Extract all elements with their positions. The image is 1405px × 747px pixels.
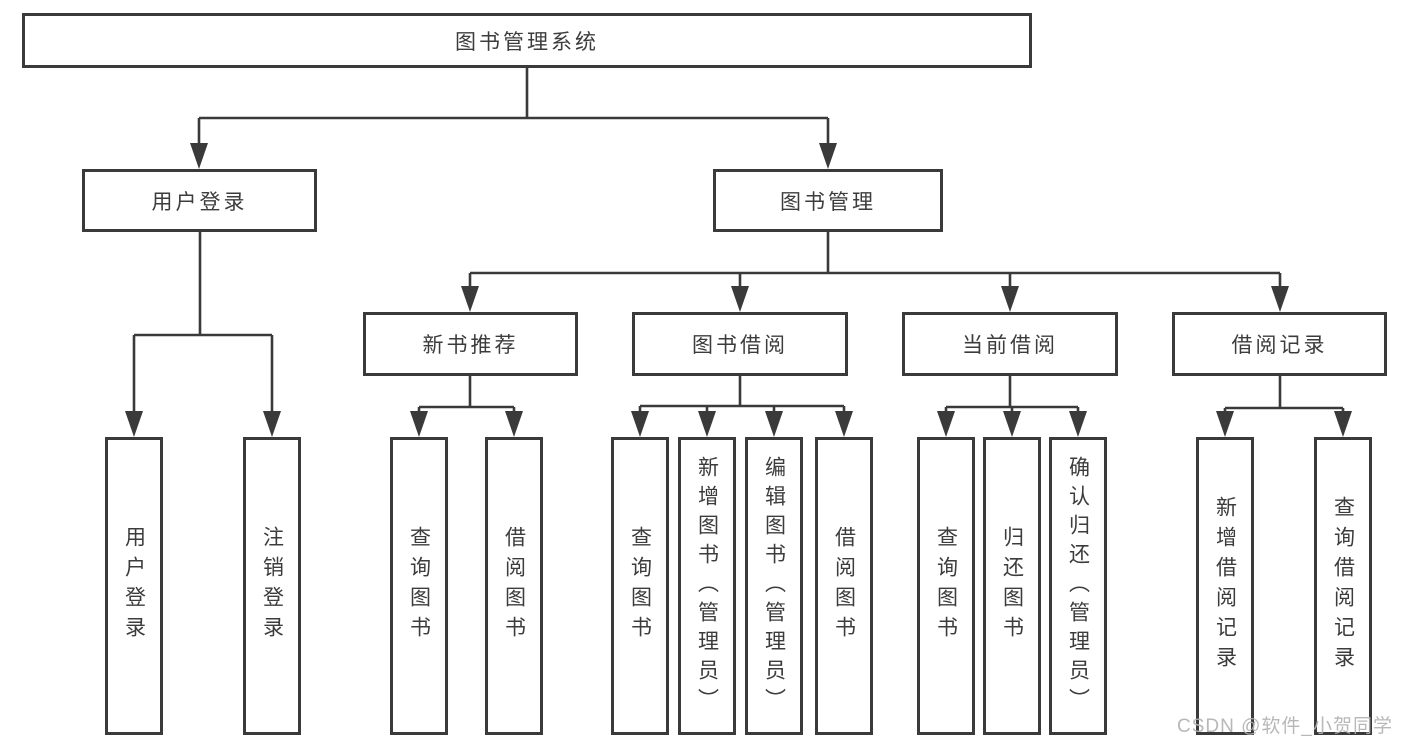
csdn-watermark: CSDN @软件_小贺同学 xyxy=(1177,716,1393,737)
node-root-system: 图书管理系统 xyxy=(22,13,1032,68)
node-label: 新增图书（管理员） xyxy=(695,455,719,717)
node-label: 图书管理系统 xyxy=(455,30,599,54)
node-add-borrow-record: 新增借阅记录 xyxy=(1196,437,1254,735)
node-label: 查询图书 xyxy=(628,526,652,646)
node-label: 注销登录 xyxy=(260,526,284,646)
node-book-management-branch: 图书管理 xyxy=(713,169,943,232)
node-label: 当前借阅 xyxy=(962,334,1058,357)
node-borrow-books-recommend: 借阅图书 xyxy=(485,437,543,735)
node-user-login-leaf: 用户登录 xyxy=(105,437,163,735)
node-edit-books-admin: 编辑图书（管理员） xyxy=(745,437,803,735)
node-label: 借阅图书 xyxy=(502,526,526,646)
node-book-borrowing: 图书借阅 xyxy=(632,312,848,376)
node-query-borrow-record: 查询借阅记录 xyxy=(1314,437,1372,735)
node-query-books-current: 查询图书 xyxy=(917,437,975,735)
node-borrow-books-leaf: 借阅图书 xyxy=(815,437,873,735)
arrowheads xyxy=(125,143,1352,437)
node-borrowing-records: 借阅记录 xyxy=(1172,312,1387,376)
node-label: 归还图书 xyxy=(1000,526,1024,646)
node-logout-leaf: 注销登录 xyxy=(243,437,301,735)
node-label: 新增借阅记录 xyxy=(1213,496,1237,676)
node-label: 用户登录 xyxy=(151,190,248,214)
node-return-books: 归还图书 xyxy=(983,437,1041,735)
node-add-books-admin: 新增图书（管理员） xyxy=(678,437,736,735)
node-label: 查询图书 xyxy=(934,526,958,646)
node-new-book-recommendation: 新书推荐 xyxy=(363,312,578,376)
node-user-login-branch: 用户登录 xyxy=(82,169,317,232)
node-label: 借阅图书 xyxy=(832,526,856,646)
node-label: 编辑图书（管理员） xyxy=(762,455,786,717)
node-label: 图书借阅 xyxy=(692,334,788,357)
node-label: 图书管理 xyxy=(780,190,876,214)
node-label: 确认归还（管理员） xyxy=(1066,455,1090,717)
node-label: 查询借阅记录 xyxy=(1331,496,1355,676)
node-label: 新书推荐 xyxy=(422,334,519,357)
node-label: 用户登录 xyxy=(122,526,146,646)
node-label: 查询图书 xyxy=(407,526,431,646)
node-label: 借阅记录 xyxy=(1231,334,1328,357)
node-current-borrowing: 当前借阅 xyxy=(902,312,1118,376)
node-confirm-return-admin: 确认归还（管理员） xyxy=(1049,437,1107,735)
node-query-books-recommend: 查询图书 xyxy=(390,437,448,735)
node-query-books-borrow: 查询图书 xyxy=(611,437,669,735)
